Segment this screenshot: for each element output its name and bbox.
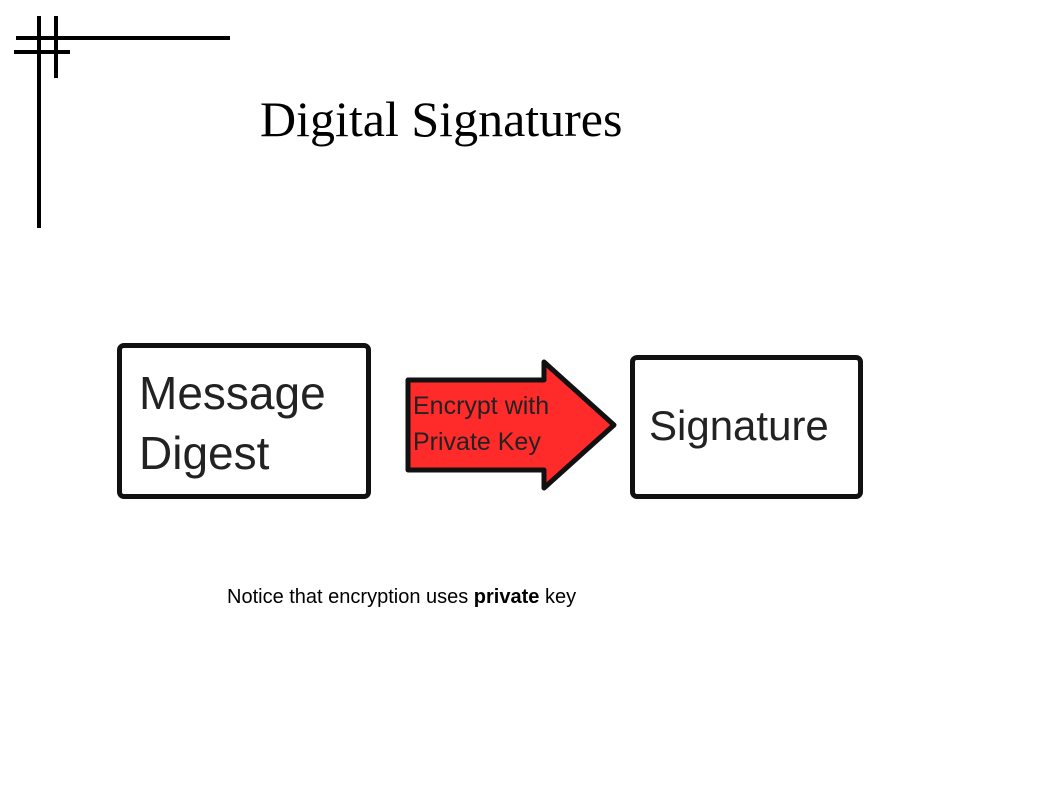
arrow-body-icon xyxy=(405,359,617,491)
caption-text-before: Notice that encryption uses xyxy=(227,586,474,608)
signature-label: Signature xyxy=(649,402,829,449)
message-digest-label-line1: Message xyxy=(139,367,326,419)
encrypt-arrow-shape xyxy=(405,359,617,491)
decorative-line-vertical-short xyxy=(54,16,58,78)
signature-box: Signature xyxy=(630,355,863,499)
message-digest-label-line2: Digest xyxy=(139,427,270,479)
decorative-line-horizontal xyxy=(16,36,230,40)
message-digest-box: Message Digest xyxy=(117,343,371,499)
decorative-line-horizontal-short xyxy=(14,50,70,54)
caption-note: Notice that encryption uses private key xyxy=(227,586,576,609)
caption-text-after: key xyxy=(539,586,577,608)
arrow-label-line1: Encrypt with xyxy=(413,392,550,420)
decorative-line-vertical xyxy=(37,16,41,228)
caption-emphasis: private xyxy=(473,586,540,608)
arrow-label-line2: Private Key xyxy=(413,428,541,456)
slide-title: Digital Signatures xyxy=(260,91,623,147)
